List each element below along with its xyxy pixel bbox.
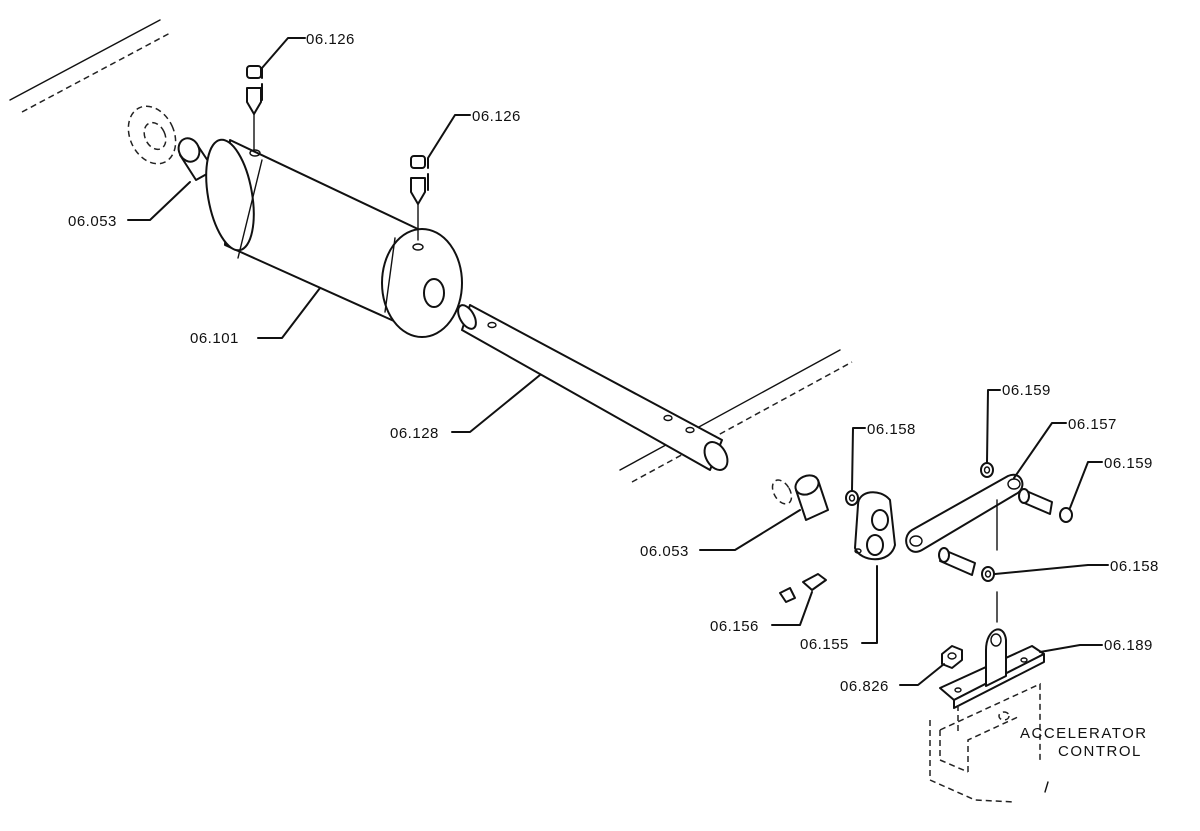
label-ring-bottom: 06.158 [1110,558,1159,575]
pin-lower-part [938,547,976,576]
pin-right-part [1018,488,1073,523]
label-cylinder: 06.101 [190,330,239,347]
screw-small-part [779,573,827,603]
cylinder-part [205,138,463,338]
label-setscrew-top-b: 06.126 [472,108,521,125]
ring-bottom-part [981,566,995,582]
label-bracket: 06.189 [1104,637,1153,654]
bracket-part [939,628,1045,709]
label-shaft: 06.128 [390,425,439,442]
washer-right-part [771,474,829,521]
washer-left-part [127,105,215,181]
label-setscrew-top-a: 06.126 [306,31,355,48]
break-line-middle [619,349,853,483]
leader-lines [127,37,1109,686]
label-block: 06.155 [800,636,849,653]
accelerator-control-line1: ACCELERATOR [1020,725,1148,742]
label-pin-right: 06.159 [1104,455,1153,472]
block-part [854,491,896,561]
label-ring-top: 06.159 [1002,382,1051,399]
label-link-bar: 06.157 [1068,416,1117,433]
setscrew-top-b-part [410,155,426,241]
break-line-top-left [9,19,173,113]
label-ring-block: 06.158 [867,421,916,438]
label-nut: 06.826 [840,678,889,695]
accelerator-control-outline [929,682,1049,803]
accelerator-control-line2: CONTROL [1058,743,1142,760]
ring-block-part [845,490,859,506]
label-screw-small: 06.156 [710,618,759,635]
label-washer-left: 06.053 [68,213,117,230]
nut-part [941,645,963,669]
label-washer-right: 06.053 [640,543,689,560]
link-bar-part [905,473,1024,553]
ring-top-part [980,462,994,478]
shaft-part [457,304,729,471]
setscrew-top-a-part [246,65,262,151]
